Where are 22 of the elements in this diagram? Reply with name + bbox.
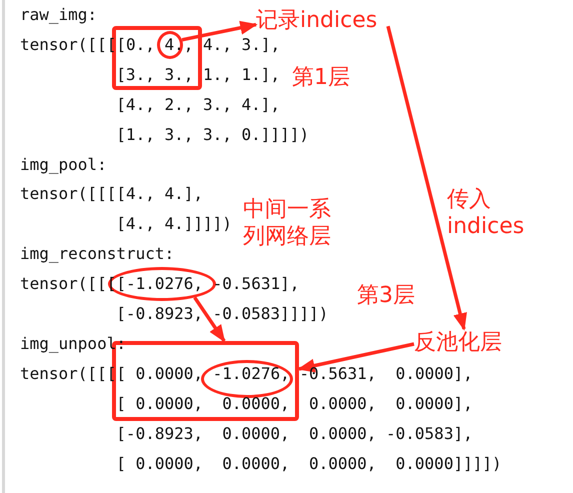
- annotation-text: 中间一系列网络层: [243, 196, 332, 250]
- code-line: [-0.8923, 0.0000, 0.0000, -0.0583],: [116, 424, 473, 444]
- code-line: [3., 3., 1., 1.],: [116, 64, 280, 85]
- variable-label: img_reconstruct:: [20, 244, 174, 264]
- arrow: [386, 26, 467, 331]
- highlight-ellipse: [201, 360, 293, 398]
- annotation-text: 第1层: [292, 64, 351, 91]
- code-line: [-0.8923, -0.0583]]]]): [116, 304, 328, 324]
- variable-label: raw_img:: [20, 5, 98, 25]
- code-line: [4., 4.]]]]): [116, 214, 232, 234]
- code-line: [4., 2., 3., 4.],: [116, 94, 280, 115]
- variable-label: img_pool:: [20, 154, 107, 174]
- code-line: [ 0.0000, 0.0000, 0.0000, 0.0000],: [116, 394, 473, 414]
- arrow: [182, 20, 258, 42]
- annotation-text: 记录indices: [256, 7, 388, 39]
- arrow: [193, 296, 226, 342]
- code-line: tensor([[[[4., 4.],: [20, 184, 204, 204]
- code-line: [ 0.0000, 0.0000, 0.0000, 0.0000]]]]): [116, 454, 502, 474]
- variable-label: img_unpool:: [20, 334, 126, 354]
- annotation-text: 反池化层: [414, 329, 514, 359]
- annotation-text: 第3层: [357, 282, 416, 309]
- code-line: [1., 3., 3., 0.]]]]): [116, 124, 309, 145]
